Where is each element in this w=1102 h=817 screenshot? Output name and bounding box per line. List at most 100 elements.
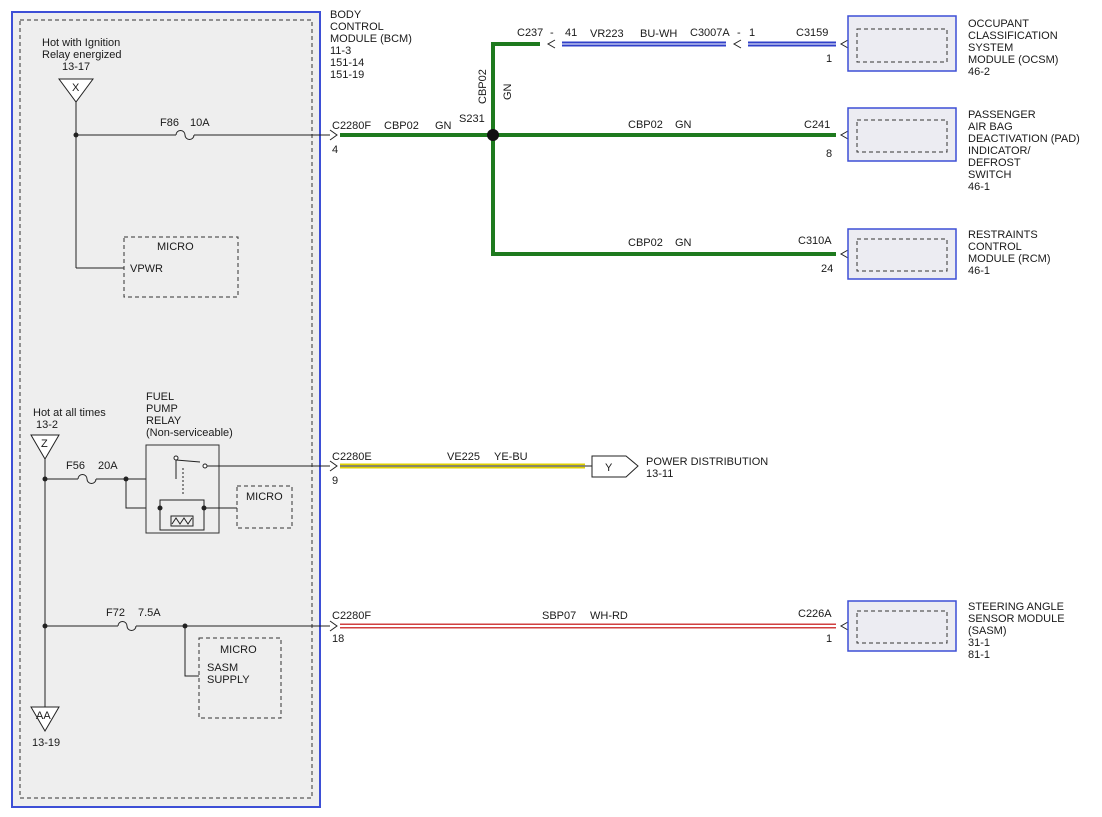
- bcm-inner-boundary: [19, 19, 313, 799]
- bcm-module: BODY CONTROL MODULE (BCM) 11-3 151-14 15…: [11, 9, 415, 808]
- micro-sasm-line: SUPPLY: [207, 674, 250, 686]
- ocsm-outline: [847, 15, 957, 72]
- bcm-title-line: BODY: [330, 9, 362, 21]
- cbp02-rcm-wire: [491, 135, 836, 256]
- ve225-circuit-label: VE225: [447, 451, 480, 463]
- sasm-label-line: 31-1: [968, 637, 990, 649]
- pad-label-line: AIR BAG: [968, 121, 1013, 133]
- ignition-power-letter: X: [72, 82, 80, 94]
- micro-vpwr-box: [123, 236, 239, 298]
- bcm-title: BODY CONTROL MODULE (BCM) 11-3 151-14 15…: [330, 9, 415, 81]
- aa-connector-triangle: [30, 706, 60, 732]
- connector-dash: -: [737, 27, 741, 39]
- ocsm-label-line: CLASSIFICATION: [968, 30, 1058, 42]
- ve225-circuit: C2280E 9 VE225 YE-BU Y POWER DISTRIBUTIO…: [329, 451, 768, 487]
- fuse-f72-symbol: [117, 621, 137, 631]
- sasm-inner: [856, 610, 948, 644]
- bcm-outline: [11, 11, 321, 808]
- pad-label-line: INDICATOR/: [968, 145, 1031, 157]
- pad-label: PASSENGER AIR BAG DEACTIVATION (PAD) IND…: [968, 109, 1083, 193]
- pad-label-line: DEFROST: [968, 157, 1021, 169]
- pad-inner: [856, 119, 948, 153]
- connector-c3007a: C3007A: [690, 27, 730, 39]
- bcm-pin-4: 4: [332, 144, 338, 156]
- hot-at-all-times-section: Hot at all times 13-2 Z F56 20A FUEL PUM…: [30, 391, 330, 749]
- connector-chevron: [546, 39, 556, 49]
- relay-label-line: RELAY: [146, 415, 182, 427]
- cbp02-up-wire: [491, 42, 540, 135]
- vr223-color-label: BU-WH: [640, 28, 677, 40]
- rcm-label-line: RESTRAINTS: [968, 229, 1038, 241]
- connector-chevron: [839, 249, 849, 259]
- micro-vpwr-title: MICRO: [157, 241, 194, 253]
- rcm-label-line: CONTROL: [968, 241, 1022, 253]
- ignition-source-line: Relay energized: [42, 49, 122, 61]
- aa-connector-ref: 13-19: [32, 737, 60, 749]
- rcm-label-line: MODULE (RCM): [968, 253, 1051, 265]
- hot-power-letter: Z: [41, 438, 48, 450]
- fuse-f56-rating: 20A: [98, 460, 118, 472]
- fuse-f72-name: F72: [106, 607, 125, 619]
- sasm-label-line: STEERING ANGLE: [968, 601, 1064, 613]
- micro-vpwr-label: VPWR: [130, 263, 163, 275]
- sasm-label: STEERING ANGLE SENSOR MODULE (SASM) 31-1…: [968, 601, 1068, 661]
- fuse-f86-symbol: [175, 130, 195, 140]
- connector-c241: C241: [804, 119, 830, 131]
- relay-label-line: FUEL: [146, 391, 174, 403]
- connector-chevron: [329, 129, 338, 141]
- power-distribution-ref: 13-11: [646, 468, 673, 480]
- ocsm-label-line: 46-2: [968, 66, 990, 78]
- micro-sasm-title: MICRO: [220, 644, 257, 656]
- sbp07-circuit-label: SBP07: [542, 610, 576, 622]
- pad-outline: [847, 107, 957, 162]
- connector-chevron: [839, 39, 849, 49]
- fuse-f56-symbol: [77, 474, 97, 484]
- fuse-f56-name: F56: [66, 460, 85, 472]
- bcm-pin-18: 18: [332, 633, 344, 645]
- connector-c237: C237: [517, 27, 543, 39]
- ocsm-label-line: MODULE (OCSM): [968, 54, 1058, 66]
- power-distribution-connector: [591, 455, 639, 478]
- splice-s231-label: S231: [459, 113, 485, 125]
- connector-c226a: C226A: [798, 608, 832, 620]
- relay-coil-winding: [171, 517, 193, 525]
- ocsm-module: OCCUPANT CLASSIFICATION SYSTEM MODULE (O…: [847, 15, 1062, 78]
- cbp02-network: C2280F 4 CBP02 GN S231 CBP02 GN C237 - 4…: [329, 27, 849, 275]
- ignition-source-ref: 13-17: [62, 61, 90, 73]
- rcm-module: RESTRAINTS CONTROL MODULE (RCM) 46-1: [847, 228, 1054, 280]
- connector-c3007a-pin: 1: [749, 27, 755, 39]
- connector-chevron: [839, 130, 849, 140]
- cbp02-color-label: GN: [435, 120, 452, 132]
- connector-chevron: [839, 621, 849, 631]
- fuse-f72-rating: 7.5A: [138, 607, 161, 619]
- ignition-source-label: Hot with Ignition Relay energized: [42, 37, 123, 61]
- connector-chevron: [329, 460, 338, 472]
- relay-coil: [170, 515, 194, 527]
- ocsm-pin: 1: [826, 53, 832, 65]
- rcm-pin: 24: [821, 263, 833, 275]
- relay-coil-frame: [159, 499, 205, 531]
- sasm-label-line: SENSOR MODULE: [968, 613, 1065, 625]
- fuel-pump-relay-label: FUEL PUMP RELAY (Non-serviceable): [146, 391, 233, 439]
- connector-c310a: C310A: [798, 235, 832, 247]
- bcm-title-line: 151-14: [330, 57, 364, 69]
- ignition-power-triangle: [58, 78, 94, 103]
- ocsm-label: OCCUPANT CLASSIFICATION SYSTEM MODULE (O…: [968, 18, 1062, 78]
- connector-c3159: C3159: [796, 27, 828, 39]
- micro-relay-title: MICRO: [246, 491, 283, 503]
- cbp02-vertical-color: GN: [502, 83, 514, 100]
- aa-connector-letter: AA: [36, 710, 51, 722]
- cbp02-rcm-circuit: CBP02: [628, 237, 663, 249]
- pad-label-line: SWITCH: [968, 169, 1011, 181]
- connector-chevron: [732, 39, 742, 49]
- micro-sasm-box: [198, 637, 282, 719]
- bcm-title-line: MODULE (BCM): [330, 33, 412, 45]
- cbp02-rcm-color: GN: [675, 237, 692, 249]
- hot-at-all-times-ref: 13-2: [36, 419, 58, 431]
- bcm-title-line: CONTROL: [330, 21, 384, 33]
- relay-contact: [173, 455, 179, 461]
- rcm-label: RESTRAINTS CONTROL MODULE (RCM) 46-1: [968, 229, 1054, 277]
- power-distribution-label: POWER DISTRIBUTION: [646, 456, 768, 468]
- sasm-supply-feed: [184, 626, 199, 677]
